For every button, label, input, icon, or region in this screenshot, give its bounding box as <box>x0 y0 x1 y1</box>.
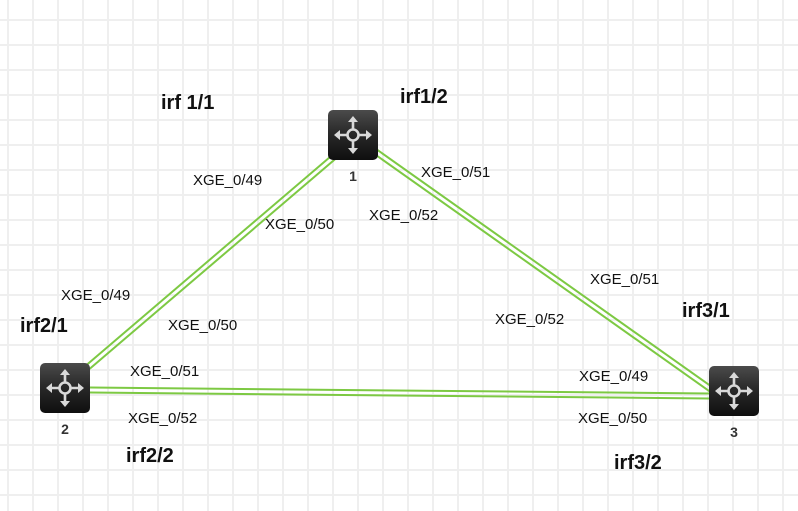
port-label: XGE_0/50 <box>168 317 238 334</box>
node-label: 3 <box>730 424 738 440</box>
port-label: XGE_0/50 <box>265 216 335 233</box>
port-label: XGE_0/50 <box>578 410 648 427</box>
port-label: XGE_0/49 <box>61 287 131 304</box>
irf-label-1-1: irf 1/1 <box>161 92 215 114</box>
irf-label-3-1: irf3/1 <box>682 300 730 322</box>
node-3[interactable]: 3 <box>709 366 759 440</box>
link-1-3[interactable] <box>373 153 712 393</box>
node-1[interactable]: 1 <box>328 110 378 184</box>
port-label: XGE_0/51 <box>421 164 491 181</box>
node-2[interactable]: 2 <box>40 363 90 437</box>
router-icon <box>709 366 759 416</box>
link-2-3[interactable] <box>89 391 709 400</box>
port-label: XGE_0/52 <box>495 311 565 328</box>
router-icon <box>328 110 378 160</box>
port-label: XGE_0/51 <box>130 363 200 380</box>
link-2-3[interactable] <box>90 386 710 395</box>
router-icon <box>40 363 90 413</box>
port-label: XGE_0/52 <box>369 207 439 224</box>
port-label: XGE_0/52 <box>128 410 198 427</box>
port-label: XGE_0/49 <box>193 172 263 189</box>
irf-label-1-2: irf1/2 <box>400 86 448 108</box>
port-label: XGE_0/51 <box>590 271 660 288</box>
link-1-2[interactable] <box>85 153 335 366</box>
node-label: 1 <box>349 168 357 184</box>
link-1-2[interactable] <box>88 157 338 370</box>
irf-label-2-2: irf2/2 <box>126 445 174 467</box>
port-label: XGE_0/49 <box>579 368 649 385</box>
node-label: 2 <box>61 421 69 437</box>
irf-label-3-2: irf3/2 <box>614 452 662 474</box>
irf-label-2-1: irf2/1 <box>20 315 68 337</box>
link-1-3[interactable] <box>376 149 715 389</box>
